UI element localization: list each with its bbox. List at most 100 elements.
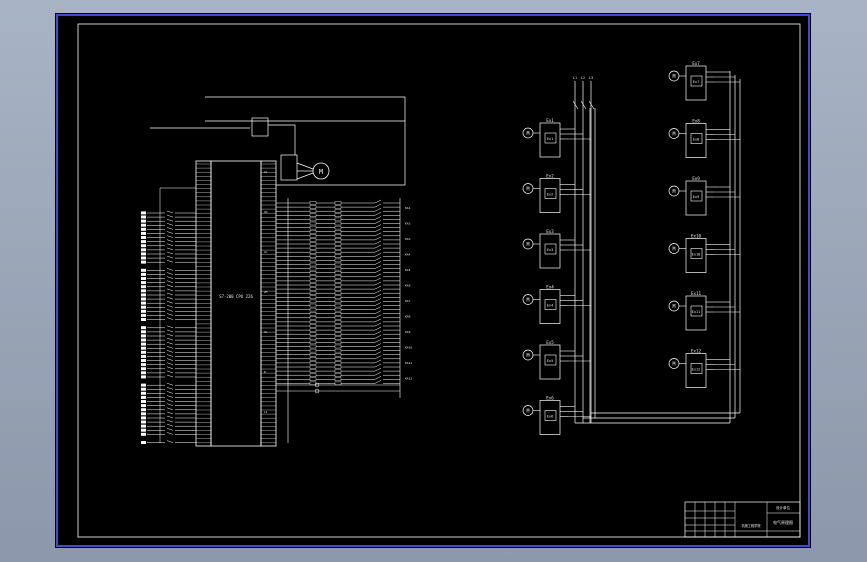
fan-box-label: Ex3 — [547, 248, 554, 252]
fan-inner-box — [544, 188, 557, 199]
terminal-label: L1 — [264, 410, 268, 414]
relay-label: KA3 — [405, 237, 411, 241]
fan-motor-letter: M — [526, 353, 529, 359]
plc-wiring-section: S7-200 CPU 226 M KA1KA2KA3KA4KA5KA6KA7KA… — [141, 96, 412, 447]
fan-box-label: Ex2 — [547, 193, 554, 197]
fan-inner-box — [690, 305, 703, 317]
relay-label: KA6 — [405, 284, 411, 288]
fan-label: Ex9 — [692, 176, 700, 181]
fan-label: Ex5 — [546, 340, 554, 345]
fan-box-label: Ex4 — [547, 304, 554, 308]
fan-box-label: Ex6 — [547, 415, 554, 419]
fan-contactor-box — [539, 233, 561, 269]
fan-label: Ex11 — [691, 291, 702, 296]
electrical-schematic: S7-200 CPU 226 M KA1KA2KA3KA4KA5KA6KA7KA… — [55, 13, 811, 548]
fan-inner-box — [544, 410, 557, 421]
fan-contactor-box — [685, 295, 707, 331]
fan-box-label: Ex12 — [692, 368, 701, 372]
motor-label: M — [319, 168, 323, 176]
terminal-label: N — [264, 370, 266, 374]
fan-inner-box — [690, 190, 703, 202]
relay-label: KA2 — [405, 222, 411, 226]
fan-inner-box — [690, 363, 703, 374]
fan-box-label: Ex11 — [692, 310, 701, 314]
fan-box-label: Ex10 — [692, 253, 701, 257]
fan-motor-letter: M — [526, 298, 529, 304]
fan-label: Ex7 — [692, 61, 700, 66]
terminal-label: 2L — [264, 250, 268, 254]
relay-label: KA11 — [405, 361, 412, 365]
fan-contactor-box — [685, 123, 707, 158]
fan-motor-letter: M — [526, 187, 529, 193]
fan-motor-letter: M — [672, 74, 675, 80]
plc-model-label: S7-200 CPU 226 — [219, 294, 253, 299]
fan-contactor-box — [539, 400, 561, 435]
supply-label: L2 — [581, 76, 585, 80]
supply-label: L3 — [589, 76, 593, 80]
fan-contactor-box — [539, 122, 561, 158]
fan-motor-letter: M — [526, 242, 529, 248]
fan-motor-letter: M — [672, 189, 675, 195]
fan-box-label: Ex9 — [693, 195, 700, 199]
fan-inner-box — [544, 299, 557, 310]
fan-motor-letter: M — [672, 362, 675, 368]
fan-motor-letter: M — [526, 409, 529, 415]
relay-label: KA12 — [405, 377, 412, 381]
fan-contactor-box — [685, 353, 707, 388]
relay-label: KA10 — [405, 346, 412, 350]
supply-label: L1 — [573, 76, 577, 80]
relay-label: KA9 — [405, 330, 411, 334]
outer-frame — [56, 14, 810, 547]
fan-label: Ex6 — [546, 396, 554, 401]
fan-inner-box — [544, 243, 557, 255]
title-block-drawing-name: 电气原理图 — [773, 519, 793, 525]
fan-contactor-box — [685, 65, 707, 101]
fan-inner-box — [690, 75, 703, 87]
fan-box-label: Ex8 — [693, 138, 700, 142]
relay-label: KA7 — [405, 299, 411, 303]
relay-label: KA4 — [405, 253, 411, 257]
terminal-label: 1M — [264, 210, 268, 214]
terminal-label: 2M — [264, 290, 268, 294]
sheet-background — [55, 13, 811, 548]
relay-label: KA1 — [405, 206, 411, 210]
terminal-label: 3L — [264, 330, 268, 334]
fan-inner-box — [690, 248, 703, 259]
fan-contactor-box — [539, 178, 561, 213]
title-block-row-text: 机械工程学院 — [741, 523, 761, 528]
fan-motor-letter: M — [672, 132, 675, 138]
fan-label: Ex1 — [546, 118, 554, 123]
fan-motor-letter: M — [526, 131, 529, 137]
fan-label: Ex8 — [692, 119, 700, 124]
relay-label: KA5 — [405, 268, 411, 272]
fan-inner-box — [544, 132, 557, 144]
motor-symbol — [312, 162, 330, 180]
fan-inner-box — [544, 354, 557, 366]
fan-label: Ex4 — [546, 285, 554, 290]
title-block-company: 设计单位 — [776, 505, 790, 510]
fan-box-label: Ex5 — [547, 359, 554, 363]
terminal-label: 1L — [264, 170, 268, 174]
fan-label: Ex3 — [546, 229, 554, 234]
fan-label: Ex12 — [691, 349, 702, 354]
fan-motor-letter: M — [672, 304, 675, 310]
contactor-box — [251, 117, 269, 137]
fan-inner-box — [690, 133, 703, 144]
fan-contactor-box — [539, 344, 561, 380]
fan-box-label: Ex7 — [693, 80, 700, 84]
overload-relay-box — [280, 154, 298, 181]
relay-label: KA8 — [405, 315, 411, 319]
